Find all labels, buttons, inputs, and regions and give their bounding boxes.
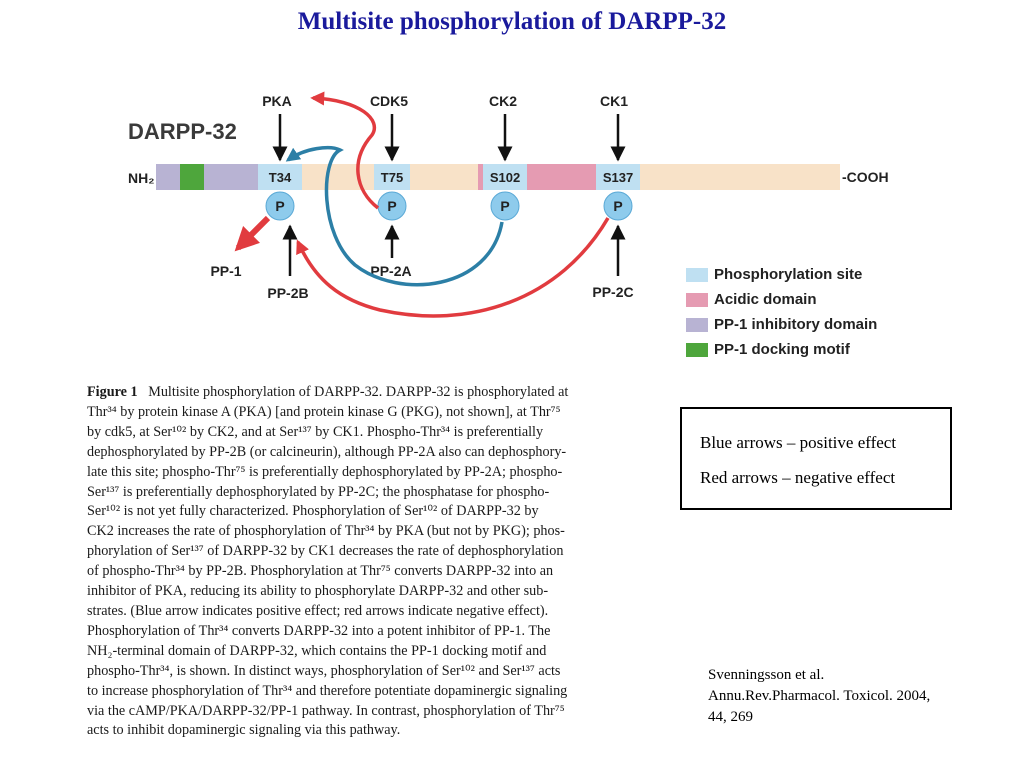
site-label-t75: T75 xyxy=(381,170,403,185)
caption-heading: Figure 1 xyxy=(87,384,138,400)
pp1-inhibitory-domain xyxy=(204,164,258,190)
site-box-s102 xyxy=(483,164,527,190)
phosphatase-label-pp2a: PP-2A xyxy=(370,263,411,279)
key-blue-arrows: Blue arrows – positive effect xyxy=(700,433,897,452)
caption-line: of phospho-Thr³⁴ by PP-2B. Phosphorylati… xyxy=(87,563,554,580)
caption-line: late this site; phospho-Thr⁷⁵ is prefere… xyxy=(87,463,563,480)
site-label-s102: S102 xyxy=(490,170,520,185)
caption-text: Multisite phosphorylation of DARPP-32. D… xyxy=(148,384,569,400)
caption-line: CK2 increases the rate of phosphorylatio… xyxy=(87,523,565,540)
darpp32-diagram: DARPP-32 NH₂ - -COOH T34 T75 S102 S137 P… xyxy=(128,91,889,318)
kinase-label-ck2: CK2 xyxy=(489,93,517,109)
legend-item: PP-1 inhibitory domain xyxy=(686,312,877,337)
protein-backbone xyxy=(156,164,840,190)
site-box-t75 xyxy=(374,164,410,190)
phosphate-label-s102: P xyxy=(500,198,509,214)
c-terminus-label: -COOH xyxy=(842,169,889,185)
phosphate-label-t75: P xyxy=(387,198,396,214)
red-arrow-t75-to-pka xyxy=(310,91,380,210)
site-box-t34 xyxy=(258,164,302,190)
legend-swatch-docking-motif xyxy=(686,342,708,357)
legend-label: PP-1 docking motif xyxy=(714,341,850,358)
caption-line: strates. (Blue arrow indicates positive … xyxy=(87,602,549,619)
site-box-s137 xyxy=(596,164,640,190)
phosphate-s102: P xyxy=(490,191,520,221)
site-label-t34: T34 xyxy=(269,170,292,185)
caption-line: NH₂-terminal domain of DARPP-32, which c… xyxy=(87,642,547,659)
legend: Phosphorylation site Acidic domain PP-1 … xyxy=(686,262,877,362)
citation: Svenningsson et al. Annu.Rev.Pharmacol. … xyxy=(708,665,978,728)
legend-swatch-acidic-domain xyxy=(686,292,708,307)
n-terminal-region xyxy=(156,164,180,190)
caption-line: to increase phosphorylation of Thr³⁴ and… xyxy=(87,682,568,699)
citation-authors: Svenningsson et al. xyxy=(708,667,825,683)
phosphate-t34: P xyxy=(265,191,295,221)
legend-item: PP-1 docking motif xyxy=(686,337,877,362)
caption-line: Phosphorylation of Thr³⁴ converts DARPP-… xyxy=(87,622,551,639)
caption-line: phorylation of Ser¹³⁷ of DARPP-32 by CK1… xyxy=(87,543,564,560)
protein-name: DARPP-32 xyxy=(128,119,237,144)
phosphatase-label-pp2c: PP-2C xyxy=(592,284,633,300)
caption-line: dephosphorylated by PP-2B (or calcineuri… xyxy=(87,443,567,460)
phosphate-label-t34: P xyxy=(275,198,284,214)
caption-line: by cdk5, at Ser¹⁰² by CK2, and at Ser¹³⁷… xyxy=(87,423,544,440)
phosphate-t75: P xyxy=(377,191,407,221)
caption-line: inhibitor of PKA, reducing its ability t… xyxy=(87,583,549,600)
phosphatase-label-pp1: PP-1 xyxy=(210,263,241,279)
arrow-key-box: Blue arrows – positive effect Red arrows… xyxy=(680,407,952,510)
legend-swatch-inhibitory-domain xyxy=(686,317,708,332)
red-arrow-t34-to-pp1 xyxy=(234,215,271,252)
kinase-label-ck1: CK1 xyxy=(600,93,628,109)
legend-label: Acidic domain xyxy=(714,291,817,308)
red-arrow-s137-to-pp2b xyxy=(296,217,610,318)
kinase-label-cdk5: CDK5 xyxy=(370,93,408,109)
caption-line: via the cAMP/PKA/DARPP-32/PP-1 pathway. … xyxy=(87,702,565,719)
citation-volume: 44, 269 xyxy=(708,709,753,725)
phosphate-s137: P xyxy=(603,191,633,221)
legend-label: Phosphorylation site xyxy=(714,266,863,283)
n-terminus-label: NH₂ - xyxy=(128,170,163,186)
phosphate-label-s137: P xyxy=(613,198,622,214)
legend-label: PP-1 inhibitory domain xyxy=(714,316,878,333)
slide-title: Multisite phosphorylation of DARPP-32 xyxy=(297,8,727,35)
caption-line: Ser¹³⁷ is preferentially dephosphorylate… xyxy=(87,483,550,500)
legend-swatch-phosphorylation-site xyxy=(686,267,708,282)
caption-line: Figure 1 Multisite phosphorylation of DA… xyxy=(87,383,637,403)
caption-line: phospho-Thr³⁴, is shown. In distinct way… xyxy=(87,662,561,679)
blue-arrow-s102-to-t34 xyxy=(285,146,504,287)
legend-item: Acidic domain xyxy=(686,287,877,312)
caption-line: Ser¹⁰² is not yet fully characterized. P… xyxy=(87,503,539,520)
site-label-s137: S137 xyxy=(603,170,633,185)
legend-item: Phosphorylation site xyxy=(686,262,877,287)
key-red-arrows: Red arrows – negative effect xyxy=(700,468,896,487)
caption-line: Thr³⁴ by protein kinase A (PKA) [and pro… xyxy=(87,403,561,420)
citation-journal: Annu.Rev.Pharmacol. Toxicol. 2004, xyxy=(708,688,931,704)
kinase-label-pka: PKA xyxy=(262,93,292,109)
phosphatase-label-pp2b: PP-2B xyxy=(267,285,308,301)
figure-caption: Figure 1 Multisite phosphorylation of DA… xyxy=(87,383,637,741)
caption-line: acts to inhibit dopaminergic signaling v… xyxy=(87,722,401,739)
pp1-docking-motif xyxy=(180,164,204,190)
